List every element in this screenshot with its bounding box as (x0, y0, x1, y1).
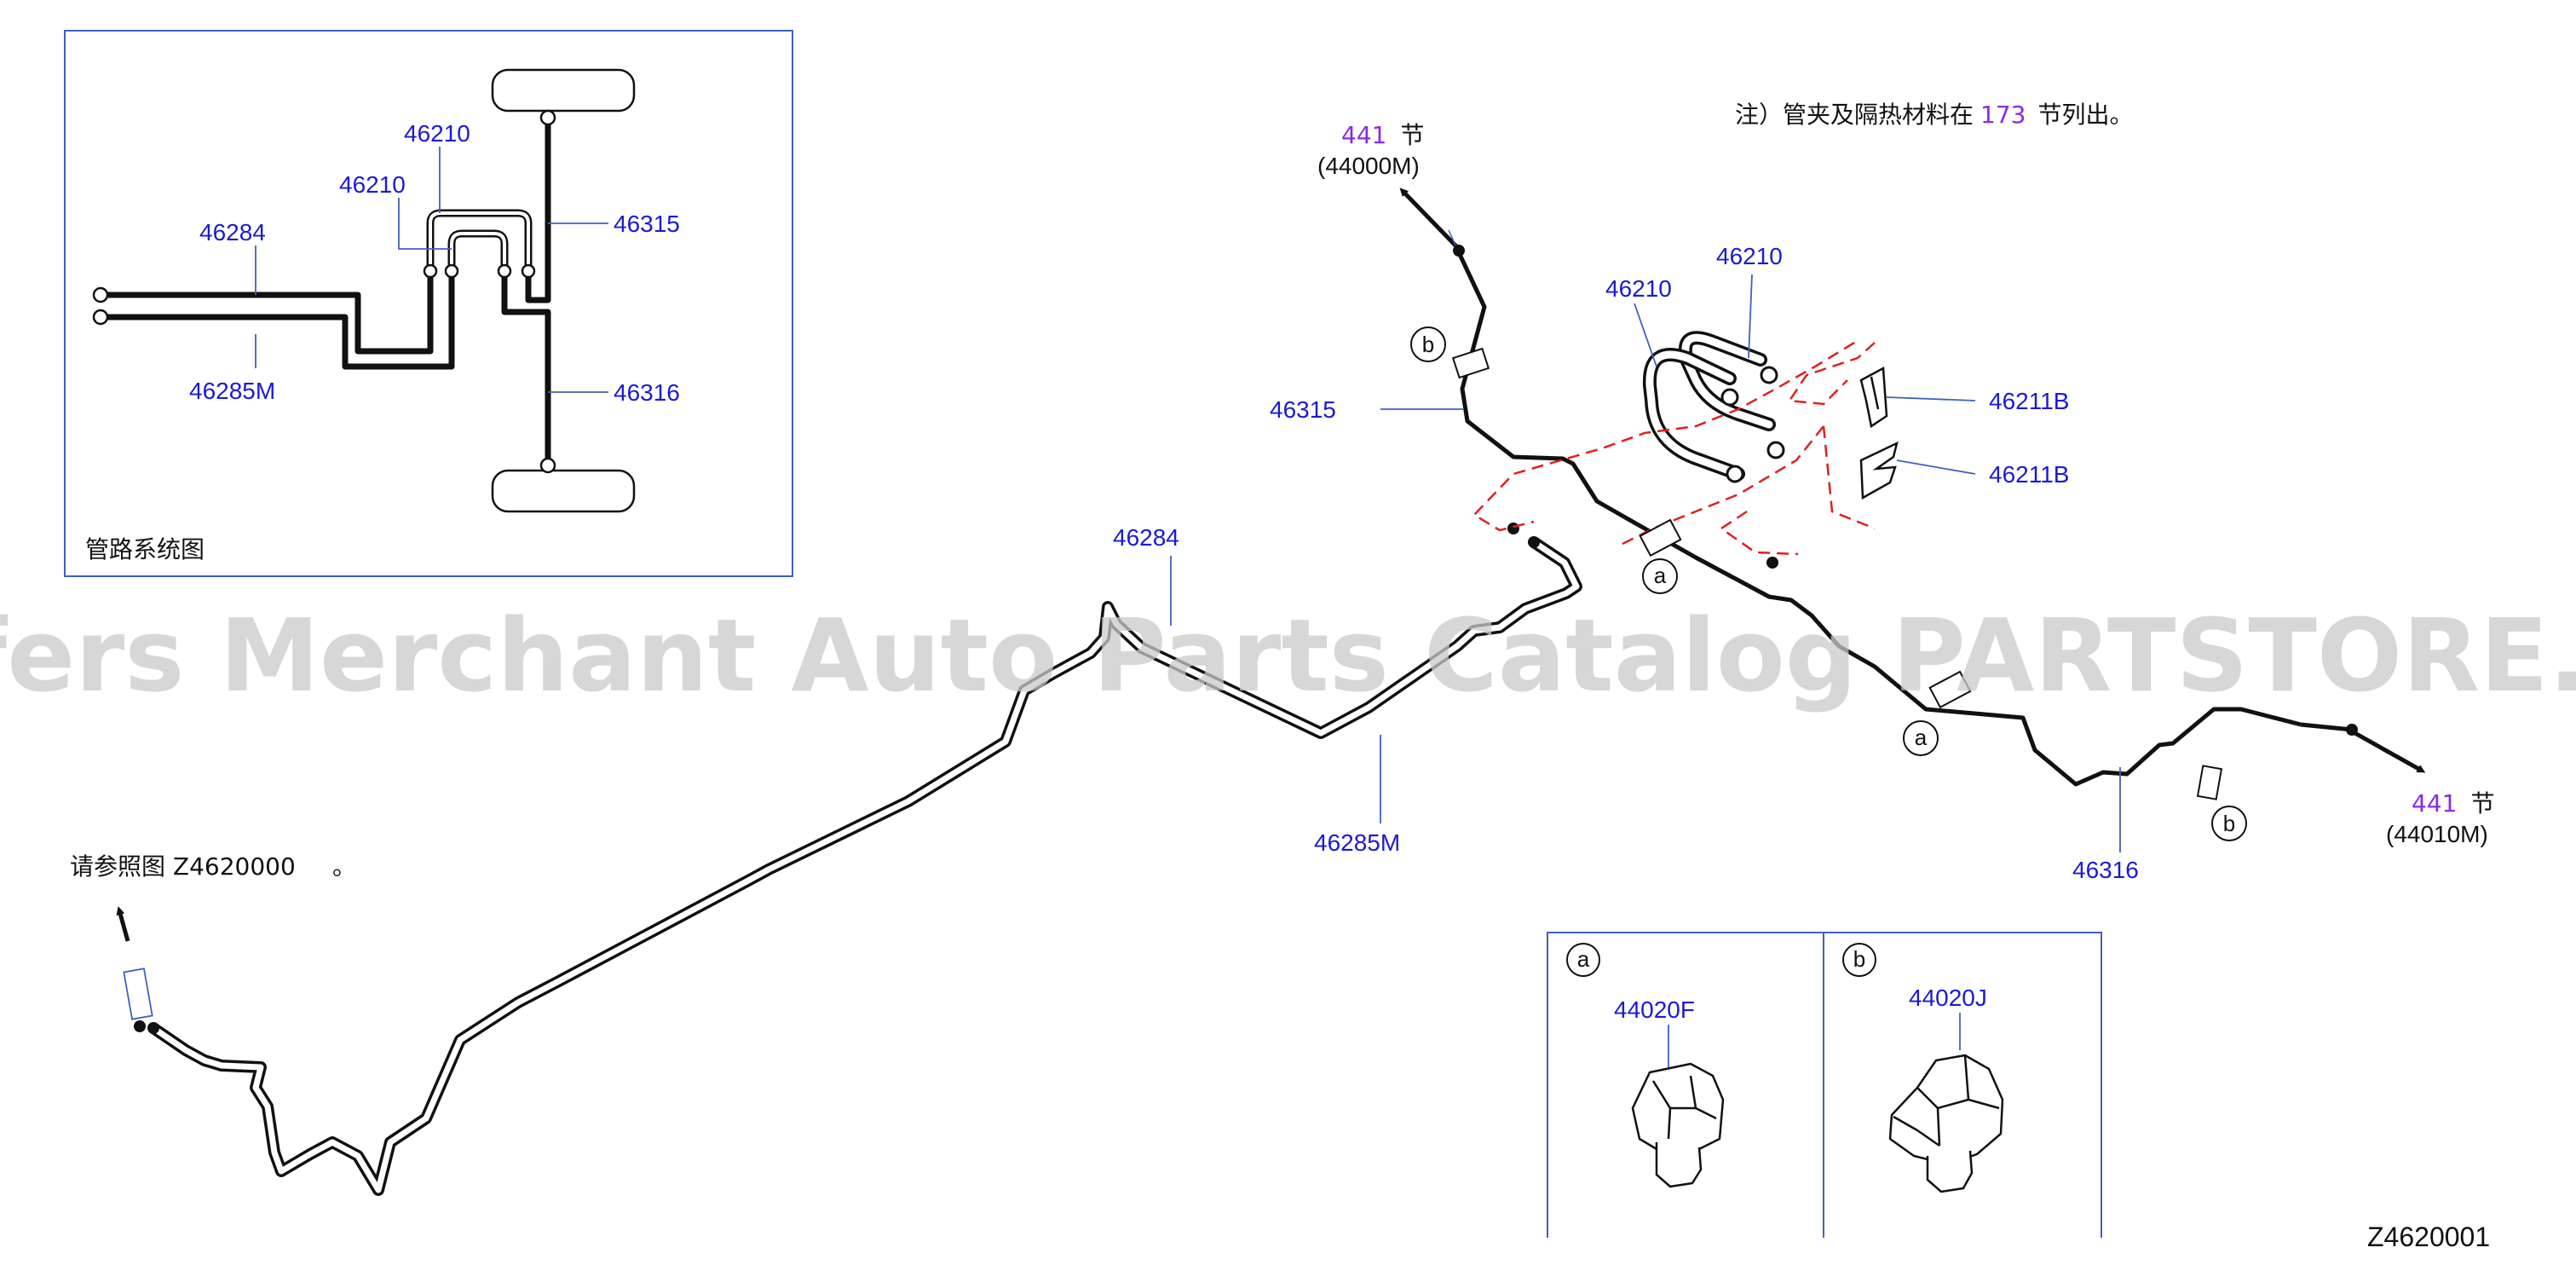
front-wheel (491, 68, 636, 113)
front-section-ref: 441 节 (44000M) (1317, 121, 1459, 249)
legend-a-badge: a (1566, 943, 1600, 977)
rear-wheel (491, 469, 636, 513)
label-46284[interactable]: 46284 (1113, 524, 1179, 551)
rear-section-code: (44010M) (2386, 821, 2488, 847)
callout-a-mid[interactable]: a (1642, 558, 1678, 594)
front-section-code: (44000M) (1317, 153, 1420, 179)
label-46210-right[interactable]: 46210 (1716, 243, 1783, 269)
svg-text:a: a (1654, 563, 1667, 588)
callout-b-front[interactable]: b (1410, 326, 1446, 362)
svg-text:b: b (1853, 946, 1865, 972)
tube-46315 (1455, 247, 2302, 787)
note-suffix: 节列出。 (2037, 101, 2133, 129)
svg-text:b: b (2223, 811, 2235, 836)
see-also-text[interactable]: 请参照图 Z4620000 (70, 852, 296, 881)
inset-line-46315 (525, 116, 551, 303)
clip-44020f-drawing (1631, 1062, 1725, 1188)
inset-label-46210-top: 46210 (404, 120, 470, 147)
label-46211b-lower[interactable]: 46211B (1989, 461, 2069, 488)
clip-46211b-lower (1859, 441, 1899, 500)
svg-text:a: a (1577, 946, 1590, 972)
legend-b-part[interactable]: 44020J (1909, 985, 1987, 1011)
rear-section-ref: 441 节 (44010M) (2350, 729, 2494, 847)
watermark: Offers Merchant Auto Parts Catalog PARTS… (0, 597, 2576, 714)
see-also-mark: 。 (332, 852, 356, 881)
inset-label-46285m: 46285M (189, 378, 275, 404)
svg-text:b: b (1422, 332, 1434, 357)
inset-label-46210-left: 46210 (339, 171, 406, 198)
legend-b-badge: b (1842, 943, 1876, 977)
clip-46211b-upper (1859, 366, 1888, 429)
figure-id: Z4620001 (2367, 1222, 2490, 1252)
rear-section-link[interactable]: 441 (2412, 789, 2457, 817)
label-46285m[interactable]: 46285M (1314, 829, 1400, 856)
inset-panel: 46210 46210 46284 46315 46285M 46316 管路系… (64, 30, 793, 577)
label-46315[interactable]: 46315 (1270, 396, 1336, 423)
front-section-suffix: 节 (1400, 121, 1424, 149)
label-46210-left[interactable]: 46210 (1605, 275, 1672, 302)
label-46211b-upper[interactable]: 46211B (1989, 388, 2069, 414)
svg-text:a: a (1915, 725, 1928, 750)
inset-label-46315: 46315 (614, 211, 680, 237)
tube-46284-46285m (150, 537, 1582, 1196)
clip-legend: a 44020F b 44020J (1547, 932, 2102, 1238)
inset-line-46284 (102, 273, 434, 355)
note-section-link[interactable]: 173 (1980, 101, 2026, 129)
clip-44020j-drawing (1888, 1054, 2004, 1193)
callouts: b a a b (1410, 326, 2247, 841)
hose-46210 (1642, 331, 1776, 481)
inset-title: 管路系统图 (85, 535, 205, 563)
inset-label-46316: 46316 (614, 379, 680, 406)
see-also-ref: 请参照图 Z4620000 。 (70, 852, 356, 942)
callout-b-rear[interactable]: b (2211, 806, 2247, 841)
label-46316[interactable]: 46316 (2072, 857, 2139, 883)
inset-label-46284: 46284 (199, 219, 266, 245)
rear-section-suffix: 节 (2470, 789, 2494, 817)
note-prefix: 注）管夹及隔热材料在 (1735, 101, 1974, 129)
legend-a-part[interactable]: 44020F (1614, 996, 1695, 1023)
inset-line-46316 (501, 273, 551, 465)
inset-line-46285m (102, 273, 455, 370)
inset-border (64, 30, 793, 577)
callout-a-rear[interactable]: a (1903, 720, 1939, 756)
front-section-link[interactable]: 441 (1341, 121, 1386, 149)
